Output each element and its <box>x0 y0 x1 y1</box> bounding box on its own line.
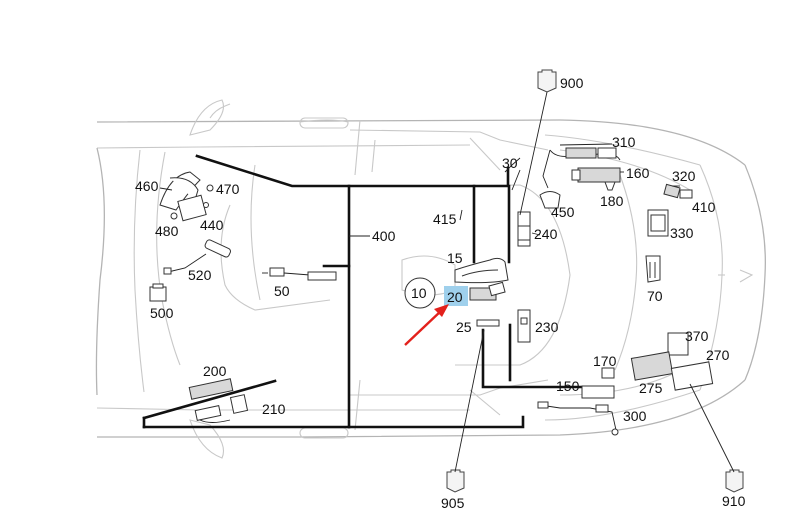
callout-200[interactable]: 200 <box>203 363 227 379</box>
callout-910[interactable]: 910 <box>722 493 746 509</box>
callout-370[interactable]: 370 <box>685 328 709 344</box>
callout-labels: 900 30 310 160 320 180 450 410 330 240 4… <box>135 75 746 511</box>
callout-300[interactable]: 300 <box>623 408 647 424</box>
callout-160[interactable]: 160 <box>626 165 650 181</box>
callout-275[interactable]: 275 <box>639 380 663 396</box>
leader-lines <box>159 91 735 473</box>
callout-15[interactable]: 15 <box>447 250 463 266</box>
callout-30[interactable]: 30 <box>502 155 518 171</box>
components <box>149 147 714 436</box>
callout-415[interactable]: 415 <box>433 211 457 227</box>
connector-900-icon <box>537 69 557 93</box>
callout-20[interactable]: 20 <box>447 289 463 305</box>
connector-910-icon <box>725 469 744 493</box>
callout-410[interactable]: 410 <box>692 199 716 215</box>
callout-180[interactable]: 180 <box>600 193 624 209</box>
wiring-harness <box>142 154 592 429</box>
callout-20-highlight <box>444 286 468 306</box>
connector-symbols <box>446 69 744 493</box>
callout-905[interactable]: 905 <box>441 495 465 511</box>
callout-10[interactable]: 10 <box>411 285 427 301</box>
callout-320[interactable]: 320 <box>672 168 696 184</box>
callout-240[interactable]: 240 <box>534 226 558 242</box>
callout-210[interactable]: 210 <box>262 401 286 417</box>
callout-480[interactable]: 480 <box>155 223 179 239</box>
callout-230[interactable]: 230 <box>535 319 559 335</box>
callout-25[interactable]: 25 <box>456 319 472 335</box>
callout-450[interactable]: 450 <box>551 204 575 220</box>
callout-270[interactable]: 270 <box>706 347 730 363</box>
callout-440[interactable]: 440 <box>200 217 224 233</box>
callout-70[interactable]: 70 <box>647 288 663 304</box>
callout-470[interactable]: 470 <box>216 181 240 197</box>
callout-460[interactable]: 460 <box>135 178 159 194</box>
callout-400[interactable]: 400 <box>372 228 396 244</box>
callout-50[interactable]: 50 <box>274 283 290 299</box>
red-pointer-arrow-icon <box>404 304 449 346</box>
callout-170[interactable]: 170 <box>593 353 617 369</box>
vehicle-body-outline <box>95 99 766 459</box>
callout-520[interactable]: 520 <box>188 267 212 283</box>
callout-150[interactable]: 150 <box>556 378 580 394</box>
callout-500[interactable]: 500 <box>150 305 174 321</box>
connector-905-icon <box>446 469 465 493</box>
callout-330[interactable]: 330 <box>670 225 694 241</box>
callout-900[interactable]: 900 <box>560 75 584 91</box>
callout-310[interactable]: 310 <box>612 134 636 150</box>
